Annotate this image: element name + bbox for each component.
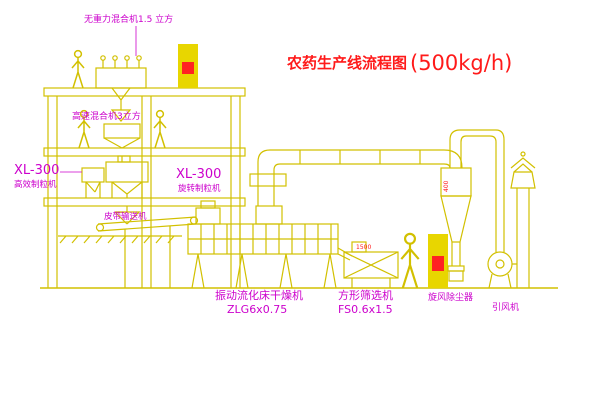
label-granulator-left-name: 高效制粒机 — [14, 179, 57, 190]
exhaust-stack — [510, 151, 536, 288]
label-sieve-name: 方形筛选机 — [338, 288, 393, 302]
label-leader-lines — [60, 26, 137, 173]
label-dryer-name: 振动流化床干燥机 — [215, 288, 303, 302]
diagram-title-capacity: (500kg/h) — [410, 51, 512, 75]
dimension-sieve: 1500 — [356, 244, 371, 251]
induced-draft-fan — [487, 251, 517, 289]
belt-conveyor — [95, 216, 199, 288]
label-high-speed-mixer: 高速混合机3立方 — [72, 110, 141, 122]
label-dryer-model: ZLG6x0.75 — [227, 303, 287, 316]
label-cyclone: 旋风除尘器 — [428, 291, 473, 303]
granulator-left — [81, 167, 105, 198]
gravity-free-mixer — [95, 55, 147, 110]
diagram-title: 农药生产线流程图 — [286, 54, 407, 72]
square-sieve — [343, 241, 399, 288]
label-fan: 引风机 — [492, 301, 519, 313]
label-granulator-left-model: XL-300 — [14, 163, 59, 178]
label-granulator-mid-name: 旋转制粒机 — [178, 183, 221, 194]
worker-figure — [400, 232, 420, 290]
high-speed-mixer — [103, 109, 141, 162]
cabinet-display — [432, 256, 444, 271]
control-cabinet-ground — [428, 234, 448, 288]
control-cabinet-top — [178, 44, 198, 88]
cabinet-display — [182, 62, 194, 74]
exhaust-duct — [249, 149, 463, 206]
granulator-middle — [105, 155, 149, 225]
label-granulator-mid-model: XL-300 — [176, 167, 221, 182]
label-belt-conveyor: 皮带输送机 — [104, 211, 147, 222]
fluid-bed-dryer — [187, 200, 353, 289]
worker-figure — [153, 109, 167, 149]
cyclone-separator — [440, 129, 505, 282]
label-top-mixer: 无重力混合机1.5 立方 — [84, 13, 173, 25]
label-sieve-model: FS0.6x1.5 — [338, 303, 393, 316]
worker-figure — [71, 49, 85, 89]
dimension-duct: 400 — [443, 180, 450, 192]
